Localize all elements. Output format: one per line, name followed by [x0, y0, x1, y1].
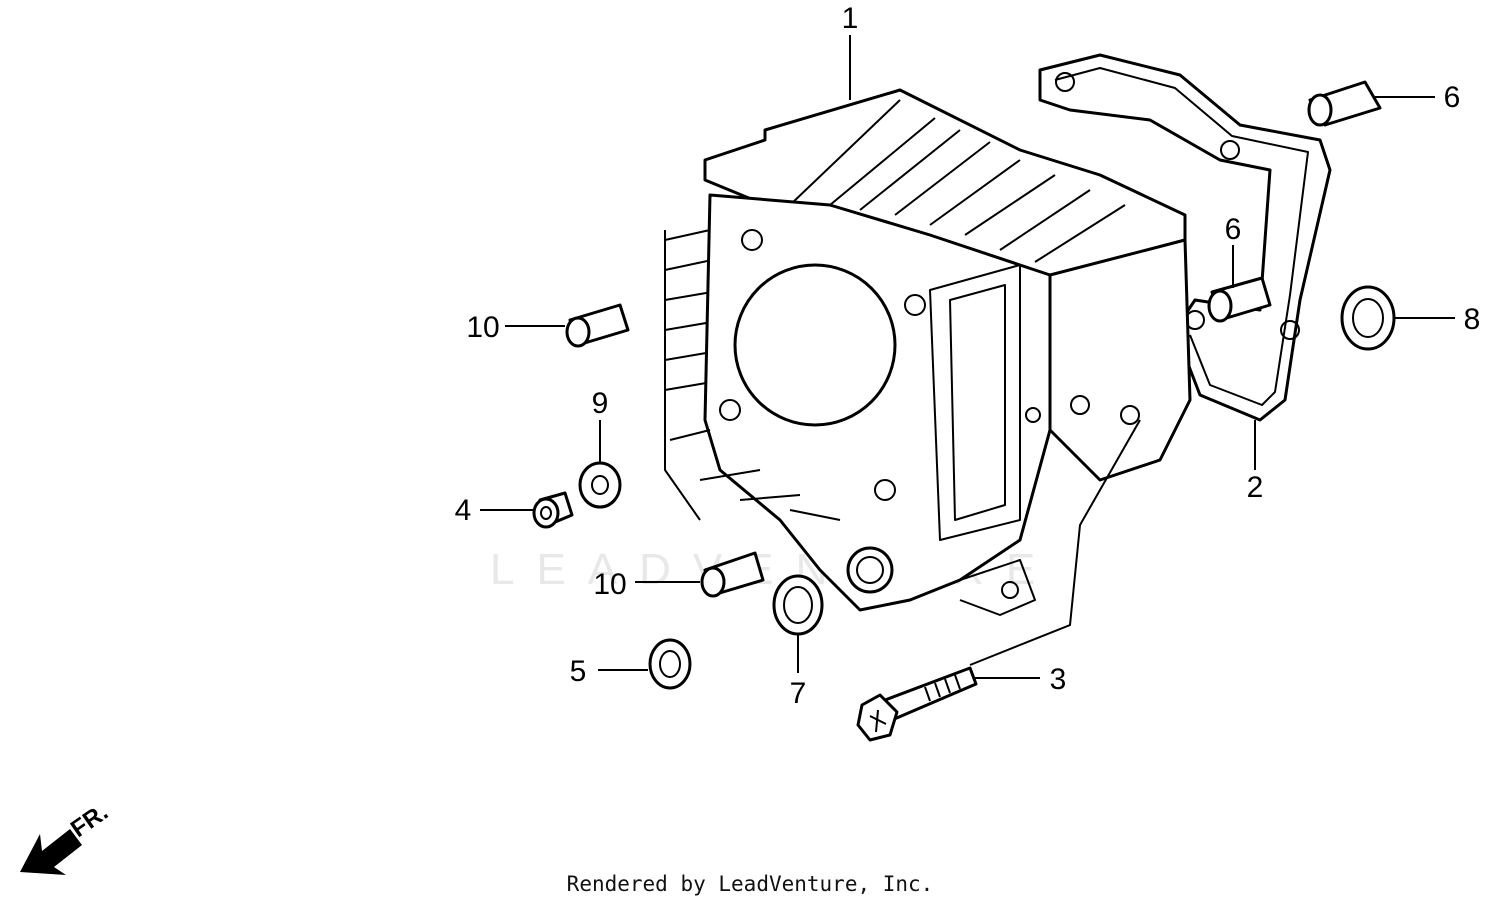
- o-ring-part[interactable]: [1340, 285, 1396, 351]
- gasket-part[interactable]: [1038, 53, 1332, 422]
- callout-4: 4: [455, 494, 472, 527]
- dowel-pin-part[interactable]: [1307, 80, 1382, 127]
- front-arrow-icon: FR.: [20, 799, 113, 875]
- callout-5: 5: [570, 655, 587, 688]
- washer-part[interactable]: [578, 461, 622, 509]
- washer-part[interactable]: [648, 638, 692, 690]
- callout-2: 2: [1247, 471, 1264, 504]
- callout-10-bottom: 10: [593, 568, 626, 601]
- callout-1: 1: [842, 2, 859, 35]
- dowel-pin-part[interactable]: [1207, 276, 1272, 323]
- callout-8: 8: [1464, 303, 1481, 336]
- o-ring-part[interactable]: [772, 574, 824, 636]
- cylinder-part[interactable]: [664, 88, 1192, 616]
- cap-bolt-part[interactable]: [532, 491, 574, 529]
- callout-6-top: 6: [1444, 81, 1461, 114]
- callout-10-top: 10: [466, 311, 499, 344]
- callout-3: 3: [1050, 663, 1067, 696]
- bolt-part[interactable]: [856, 666, 978, 742]
- leader-lines: [480, 35, 1455, 679]
- callout-9: 9: [592, 387, 609, 420]
- callout-7: 7: [790, 677, 807, 710]
- dowel-pin-part[interactable]: [565, 303, 630, 348]
- callout-6-middle: 6: [1225, 213, 1242, 246]
- dowel-pin-part[interactable]: [700, 551, 765, 598]
- credit-text: Rendered by LeadVenture, Inc.: [566, 872, 934, 896]
